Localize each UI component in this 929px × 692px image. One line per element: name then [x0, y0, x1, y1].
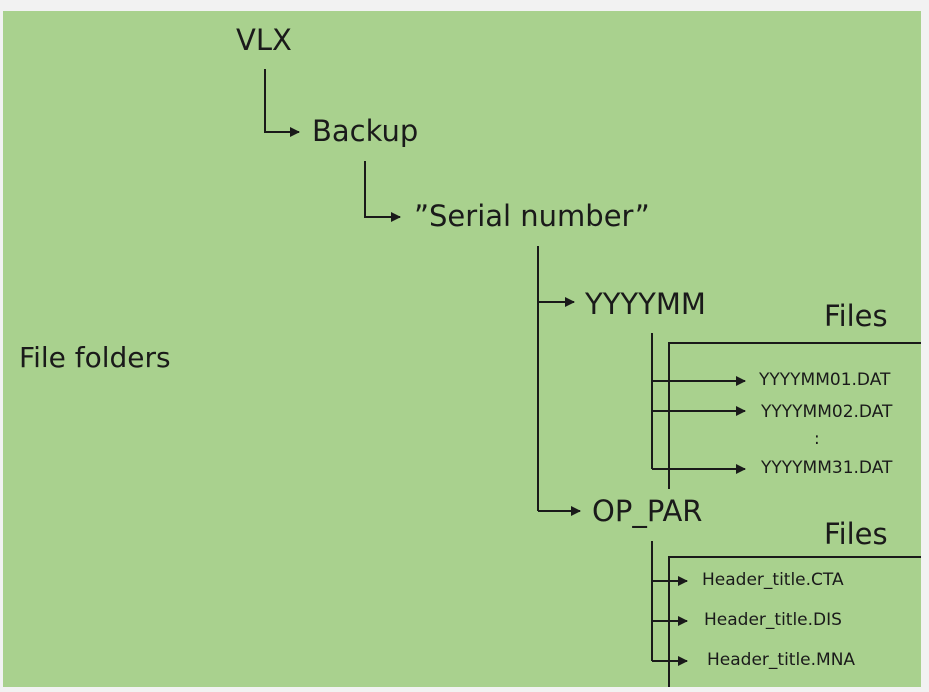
- folder-serial-number: ”Serial number”: [414, 199, 650, 233]
- file-header-dis: Header_title.DIS: [704, 610, 842, 630]
- yyyymm-files-box: [668, 342, 921, 489]
- folder-op-par: OP_PAR: [592, 494, 703, 528]
- oppar-files-box: [668, 556, 921, 687]
- tree-connectors: [264, 69, 921, 687]
- file-header-mna: Header_title.MNA: [707, 650, 856, 670]
- file-ellipsis: :: [814, 429, 820, 449]
- folder-vlx: VLX: [236, 23, 292, 57]
- folder-yyyymm: YYYYMM: [585, 287, 706, 321]
- file-yyyymm31: YYYYMM31.DAT: [761, 458, 893, 478]
- diagram-panel: File folders VLX Backup ”Serial number” …: [3, 11, 921, 687]
- file-yyyymm01: YYYYMM01.DAT: [759, 370, 891, 390]
- folder-backup: Backup: [312, 114, 419, 148]
- file-header-cta: Header_title.CTA: [702, 570, 844, 590]
- right-margin: [921, 11, 929, 687]
- bottom-margin: [0, 687, 929, 692]
- connector-vlx-backup: [264, 69, 300, 137]
- file-folders-label: File folders: [19, 341, 171, 374]
- connector-backup-serial: [364, 161, 401, 222]
- yyyymm-files-label: Files: [824, 299, 888, 333]
- file-yyyymm02: YYYYMM02.DAT: [761, 402, 893, 422]
- oppar-files-label: Files: [824, 517, 888, 551]
